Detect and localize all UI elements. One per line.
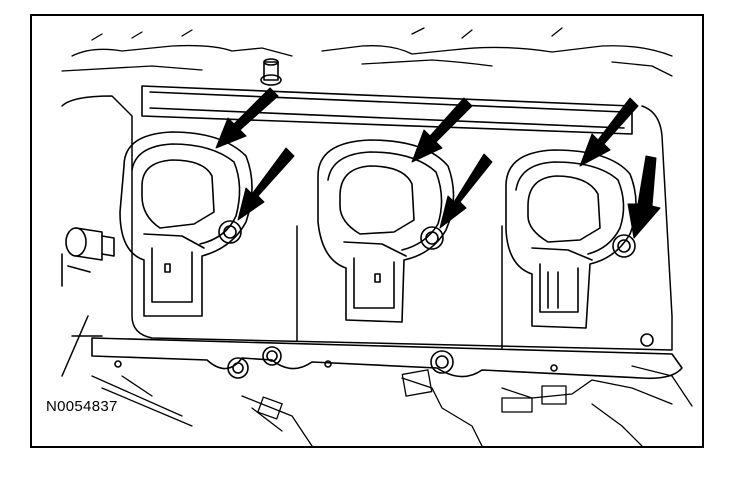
pointer-arrow-icon	[215, 87, 661, 239]
bolt-icon	[420, 226, 444, 250]
lower-flange	[91, 333, 683, 380]
ignition-coil-icon	[119, 131, 253, 317]
engine-illustration	[61, 27, 693, 446]
figure-reference-code: N0054837	[44, 398, 120, 415]
ignition-coil-icon	[317, 139, 455, 323]
upper-rail	[141, 85, 633, 135]
bolt-icon	[218, 220, 242, 244]
stud	[260, 58, 282, 86]
ignition-coil-icon	[505, 149, 637, 329]
left-sensor	[61, 227, 115, 287]
top-cover-lines	[61, 27, 673, 77]
wiring-harness	[91, 365, 693, 446]
bolt-icon	[612, 234, 636, 258]
valve-cover	[61, 95, 673, 377]
